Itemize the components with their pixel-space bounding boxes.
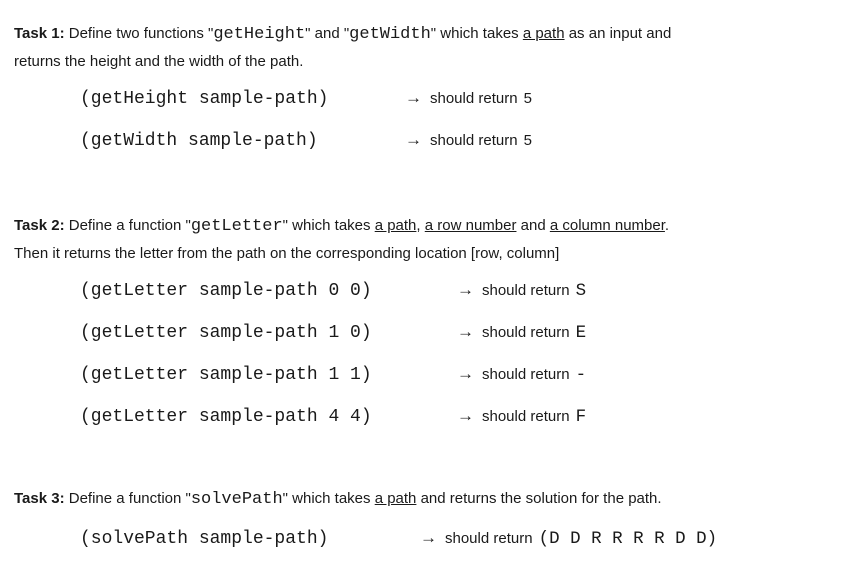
task1-text-line2: returns the height and the width of the … — [14, 53, 304, 70]
should-return-label: should return — [482, 282, 570, 299]
example-value: (D D R R R R D D) — [538, 529, 718, 549]
example-row: (getWidth sample-path) → should return 5 — [80, 130, 830, 172]
example-code: (getLetter sample-path 1 1) — [80, 365, 372, 385]
example-value: S — [575, 281, 587, 301]
underlined-term-a-row-number: a row number — [424, 217, 517, 234]
task3-text-takes: " which takes — [282, 490, 375, 507]
example-result: → should return - — [457, 364, 586, 385]
should-return-label: should return — [482, 408, 570, 425]
example-row: (getLetter sample-path 1 1) → should ret… — [80, 364, 830, 406]
arrow-icon: → — [457, 364, 474, 383]
example-value: E — [575, 323, 587, 343]
example-result: → should return E — [457, 322, 586, 343]
task2-text-takes: " which takes — [282, 217, 375, 234]
underlined-term-a-path: a path — [374, 490, 417, 507]
task2-text-line2: Then it returns the letter from the path… — [14, 245, 560, 262]
example-result: → should return (D D R R R R D D) — [420, 528, 717, 549]
example-result: → should return F — [457, 406, 586, 427]
example-result: → should return 5 — [405, 88, 532, 108]
task3-label: Task 3: — [14, 490, 65, 507]
arrow-icon: → — [420, 528, 437, 547]
example-code: (getHeight sample-path) — [80, 89, 329, 109]
underlined-term-a-path: a path — [374, 217, 417, 234]
function-name-getheight: getHeight — [213, 25, 306, 44]
arrow-icon: → — [457, 322, 474, 341]
task3-description: Task 3: Define a function "solvePath" wh… — [14, 485, 830, 513]
example-result: → should return S — [457, 280, 586, 301]
task2-description: Task 2: Define a function "getLetter" wh… — [14, 212, 830, 268]
example-row: (getLetter sample-path 4 4) → should ret… — [80, 406, 830, 448]
example-code: (getLetter sample-path 0 0) — [80, 281, 372, 301]
task1-text-line1-end: as an input and — [564, 25, 672, 42]
task2-examples: (getLetter sample-path 0 0) → should ret… — [80, 280, 830, 448]
example-code: (getLetter sample-path 1 0) — [80, 323, 372, 343]
example-code: (getLetter sample-path 4 4) — [80, 407, 372, 427]
example-code: (solvePath sample-path) — [80, 529, 329, 549]
task3-text-intro: Define a function " — [64, 490, 191, 507]
task1-text-and: " and " — [305, 25, 350, 42]
task1-text-intro: Define two functions " — [64, 25, 214, 42]
task3-examples: (solvePath sample-path) → should return … — [80, 528, 830, 570]
example-row: (solvePath sample-path) → should return … — [80, 528, 830, 570]
arrow-icon: → — [405, 130, 422, 149]
example-value: 5 — [523, 132, 532, 149]
arrow-icon: → — [457, 280, 474, 299]
function-name-solvepath: solvePath — [190, 490, 283, 509]
example-result: → should return 5 — [405, 130, 532, 150]
should-return-label: should return — [430, 90, 518, 107]
task1-description: Task 1: Define two functions "getHeight"… — [14, 20, 830, 76]
example-row: (getLetter sample-path 1 0) → should ret… — [80, 322, 830, 364]
should-return-label: should return — [445, 530, 533, 547]
example-row: (getHeight sample-path) → should return … — [80, 88, 830, 130]
arrow-icon: → — [405, 88, 422, 107]
underlined-term-a-path: a path — [522, 25, 565, 42]
task1-examples: (getHeight sample-path) → should return … — [80, 88, 830, 172]
example-row: (getLetter sample-path 0 0) → should ret… — [80, 280, 830, 322]
should-return-label: should return — [482, 366, 570, 383]
task2-label: Task 2: — [14, 217, 65, 234]
function-name-getletter: getLetter — [190, 217, 283, 236]
task2-text-period: . — [664, 217, 670, 234]
example-value: - — [575, 365, 587, 385]
example-value: F — [575, 407, 587, 427]
task3-text-rest: and returns the solution for the path. — [416, 490, 662, 507]
task2-text-intro: Define a function " — [64, 217, 191, 234]
example-value: 5 — [523, 90, 532, 107]
should-return-label: should return — [430, 132, 518, 149]
underlined-term-a-column-number: a column number — [549, 217, 665, 234]
task1-label: Task 1: — [14, 25, 65, 42]
task1-text-takes: " which takes — [430, 25, 523, 42]
should-return-label: should return — [482, 324, 570, 341]
arrow-icon: → — [457, 406, 474, 425]
function-name-getwidth: getWidth — [349, 25, 431, 44]
example-code: (getWidth sample-path) — [80, 131, 318, 151]
task2-text-and: and — [516, 217, 550, 234]
task2-text-comma: , — [416, 217, 425, 234]
